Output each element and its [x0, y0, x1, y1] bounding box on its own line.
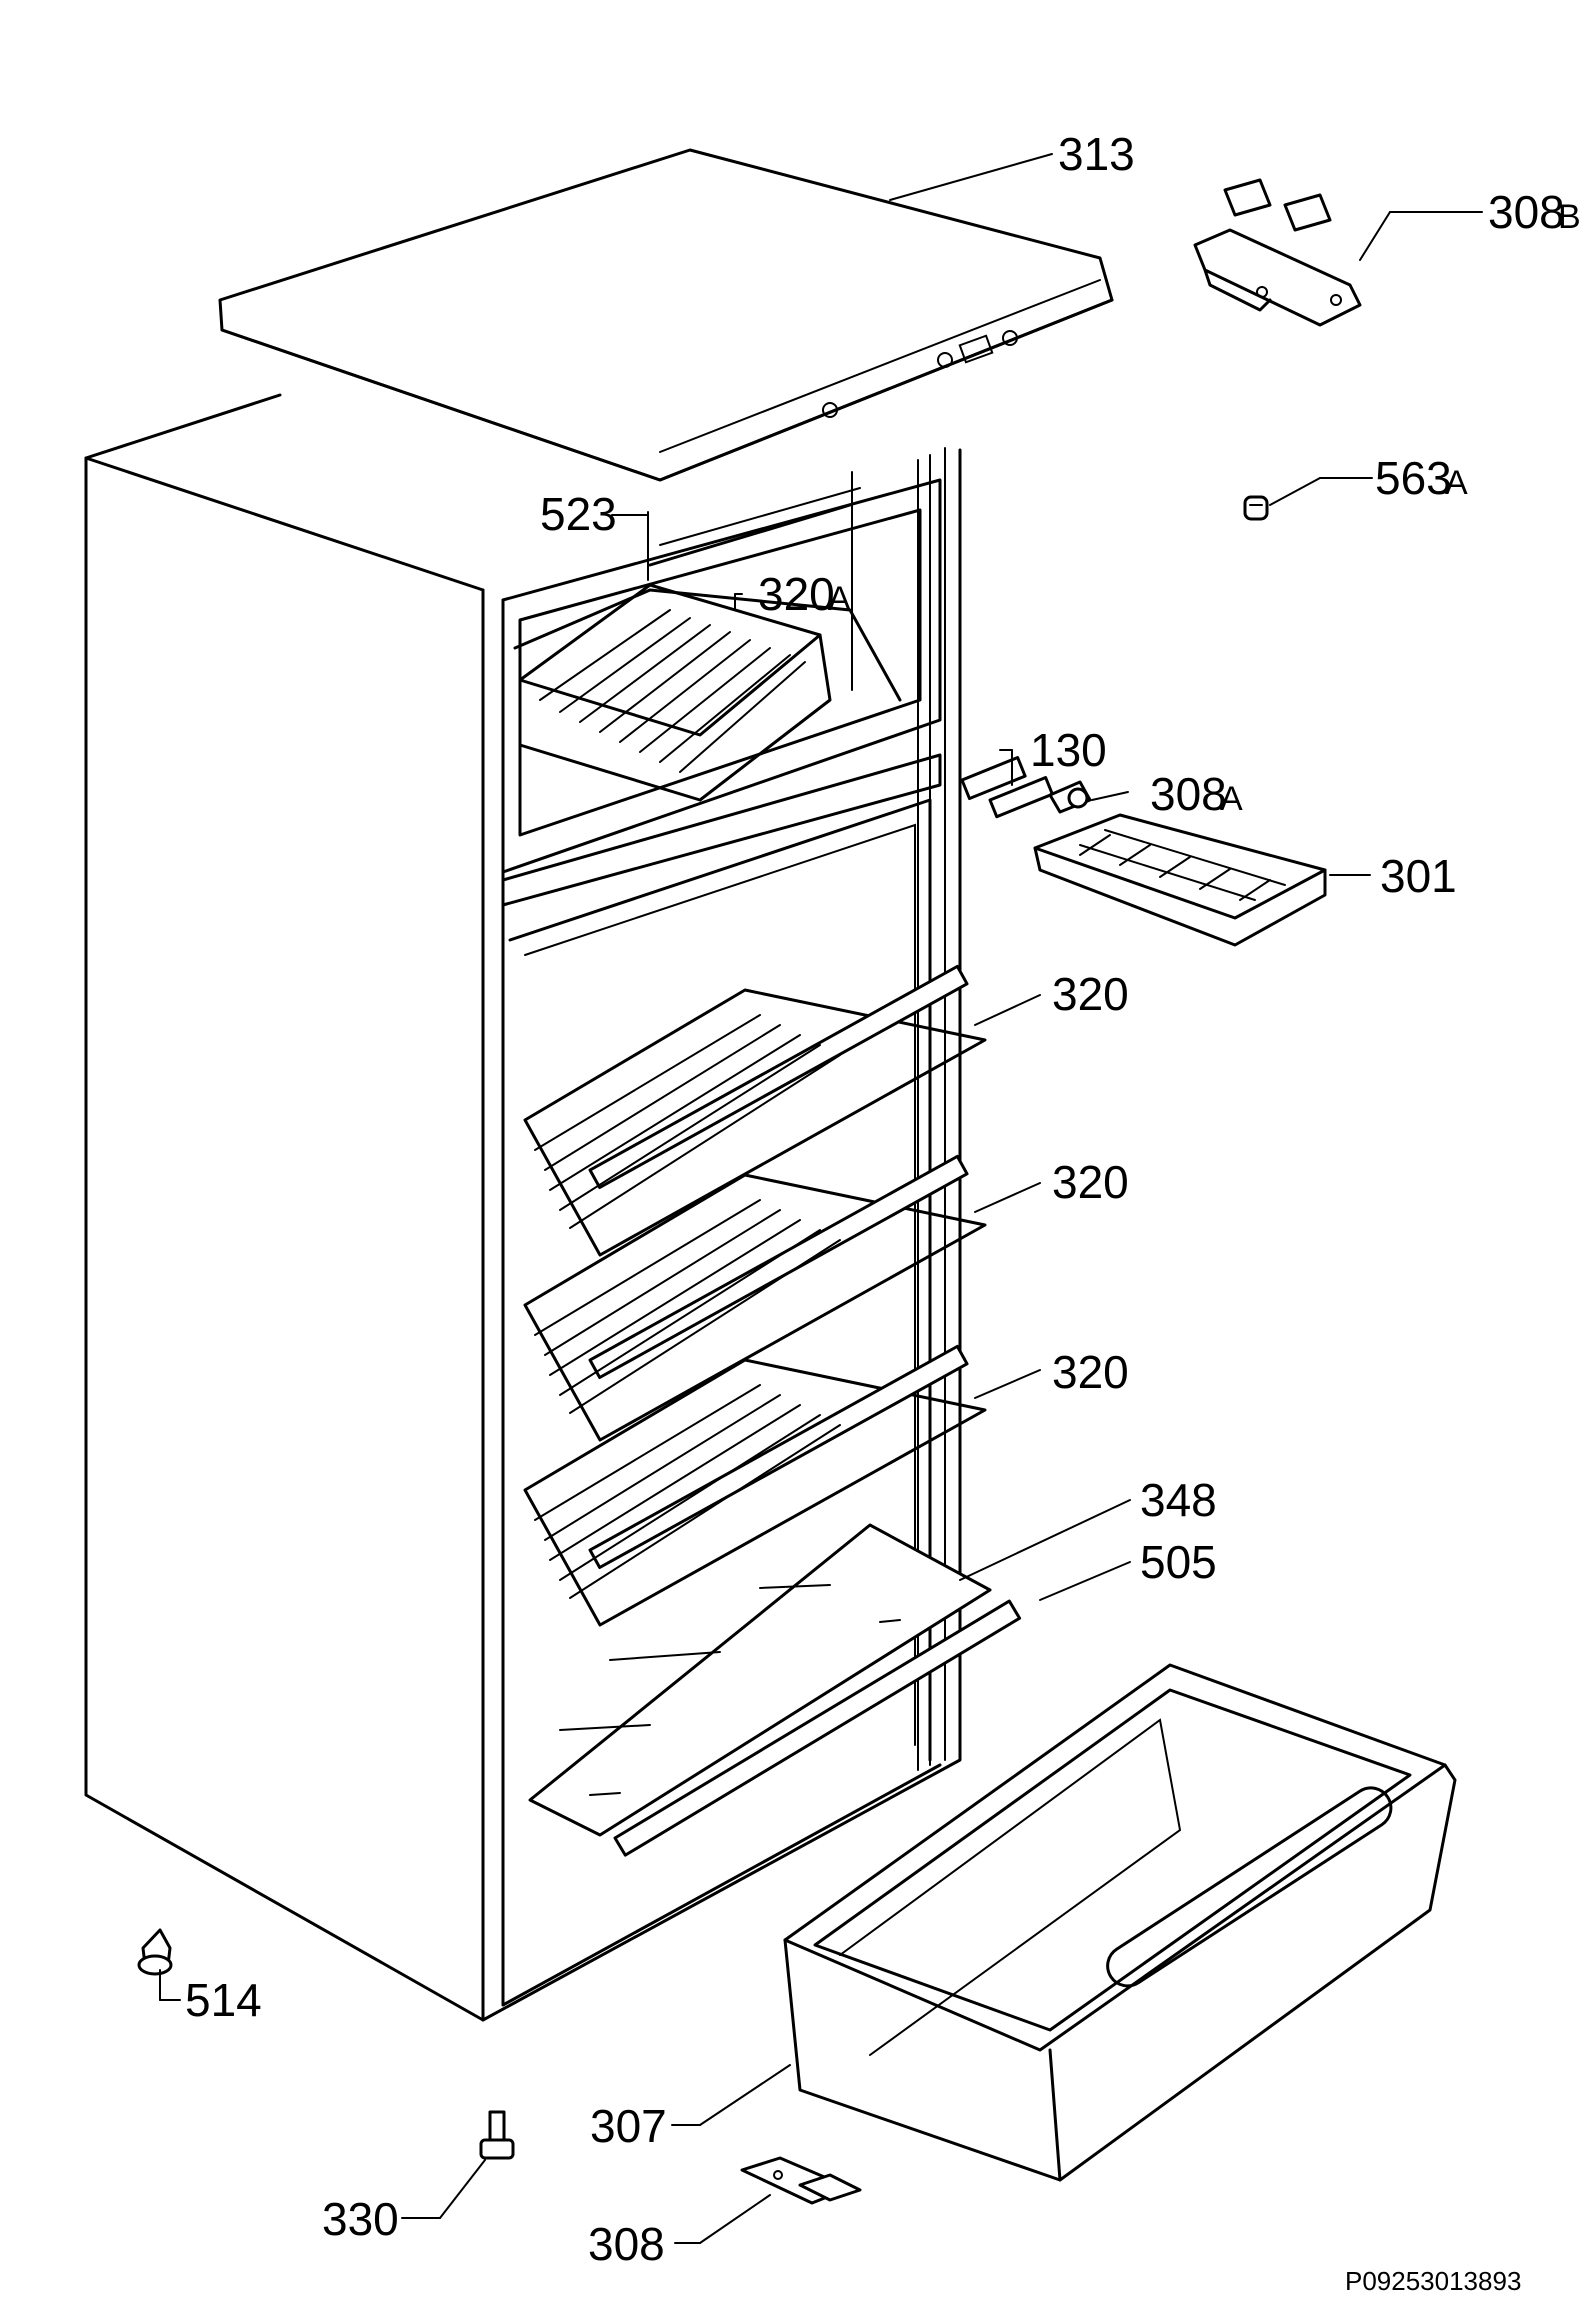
foot-514 — [137, 1928, 173, 1976]
label-308: 308 — [588, 2218, 665, 2270]
glass-shelf-348 — [528, 1523, 992, 1837]
label-320-3: 320 — [1052, 1346, 1129, 1398]
shelf-profile-505 — [613, 1599, 1022, 1857]
cabinet-body — [84, 393, 962, 2022]
top-cover-313 — [218, 148, 1114, 482]
label-313: 313 — [1058, 128, 1135, 180]
label-308b: 308 — [1488, 186, 1565, 238]
label-348: 348 — [1140, 1474, 1217, 1526]
label-563a-suffix: A — [1445, 464, 1468, 502]
label-130: 130 — [1030, 724, 1107, 776]
label-320-2: 320 — [1052, 1156, 1129, 1208]
crisper-drawer-307 — [783, 1663, 1457, 2182]
label-320a: 320 — [758, 568, 835, 620]
label-308b-suffix: B — [1558, 198, 1581, 236]
leader-lines — [159, 153, 1483, 2244]
hinge-308b — [1193, 178, 1362, 327]
label-330: 330 — [322, 2193, 399, 2245]
label-563a: 563 — [1375, 452, 1452, 504]
label-307: 307 — [590, 2100, 667, 2152]
label-320-1: 320 — [1052, 968, 1129, 1020]
label-505: 505 — [1140, 1536, 1217, 1588]
label-514: 514 — [185, 1974, 262, 2026]
wire-shelf-320-2 — [523, 1154, 987, 1442]
freezer-shelf-320a — [518, 583, 832, 802]
label-308a-suffix: A — [1220, 780, 1243, 818]
screw-330 — [479, 2110, 515, 2160]
label-523: 523 — [540, 488, 617, 540]
wire-shelf-320-1 — [523, 964, 987, 1257]
ice-tray-301 — [1033, 813, 1327, 947]
drawing-code: P09253013893 — [1345, 2266, 1521, 2296]
hinge-308a — [1048, 780, 1092, 814]
plug-563a — [1243, 495, 1269, 521]
latch-308 — [740, 2156, 862, 2205]
label-301: 301 — [1380, 850, 1457, 902]
wire-shelf-320-3 — [523, 1344, 987, 1627]
label-320a-suffix: A — [828, 580, 851, 618]
bracket-130 — [960, 756, 1054, 819]
label-308a: 308 — [1150, 768, 1227, 820]
